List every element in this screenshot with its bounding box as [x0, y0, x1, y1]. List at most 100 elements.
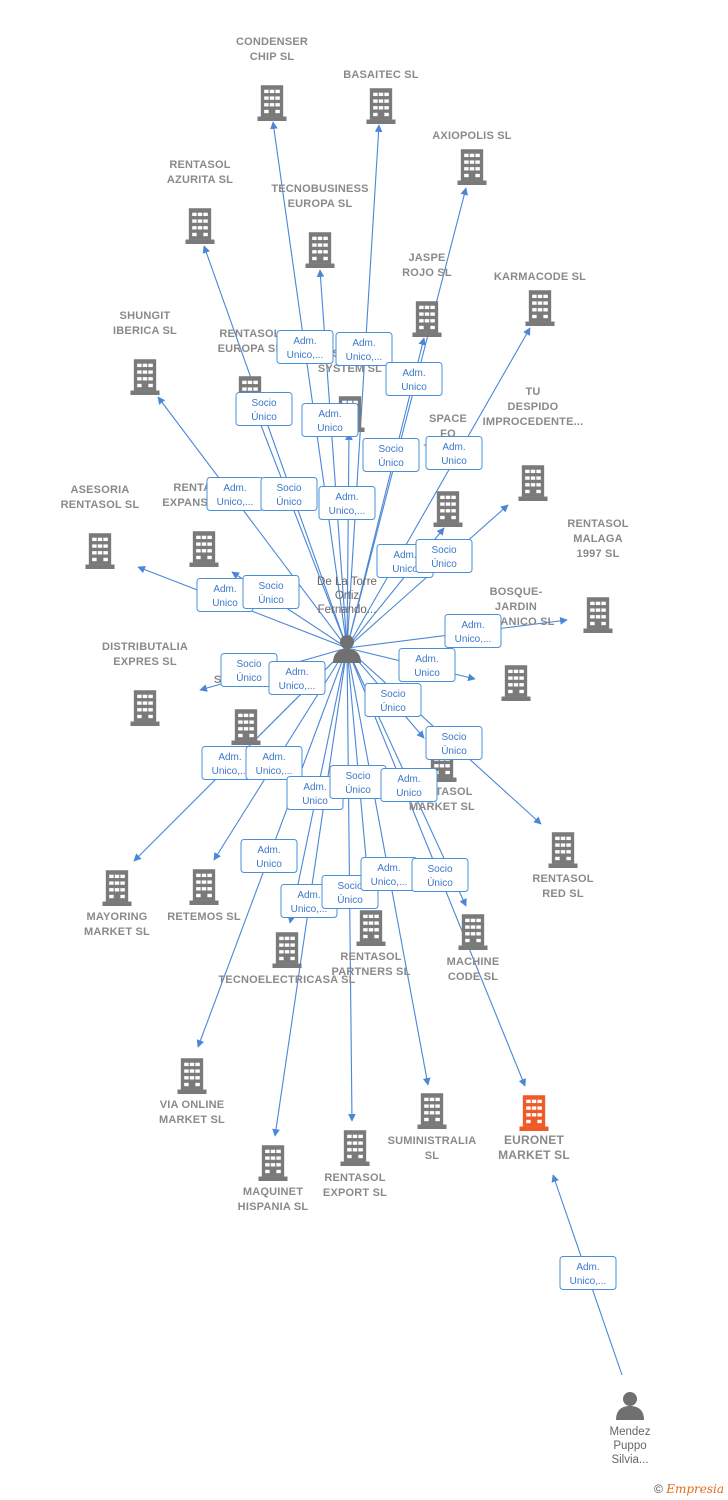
edge-label-text: Único [251, 410, 277, 423]
building-icon [366, 88, 396, 124]
edge-label-basaitec[interactable]: Adm.Unico,... [335, 332, 393, 366]
edge-label-viaonline[interactable]: Adm.Unico [240, 839, 298, 873]
edge-p1-azurita [202, 245, 348, 649]
edge-label-text: Socio [431, 545, 456, 556]
company-node-tecnoelectricasa[interactable]: TECNOELECTRICASA SL [218, 932, 355, 986]
person-node-p2[interactable]: MendezPuppoSilvia... [610, 1392, 651, 1466]
edge-label-suministralia[interactable]: Adm.Unico,... [360, 857, 418, 891]
person-name: Fernando... [318, 604, 377, 616]
company-name: RENTASOL [340, 951, 401, 963]
edge-p1-basaitec [346, 124, 383, 649]
edge-label-malaga[interactable]: Adm.Unico,... [444, 614, 502, 648]
company-node-tudespido[interactable]: TUDESPIDOIMPROCEDENTE... [483, 386, 584, 501]
company-node-partners[interactable]: RENTASOL PARTNERS SL [331, 910, 410, 978]
company-node-retemos[interactable]: RETEMOS SL [167, 869, 241, 923]
company-node-basaitec[interactable]: BASAITEC SL [343, 69, 419, 124]
person-name: Mendez [610, 1426, 651, 1438]
edge-label-box [415, 539, 473, 573]
edge-label-text: Adm. [352, 338, 375, 349]
company-node-karmacode[interactable]: KARMACODE SL [494, 271, 586, 326]
building-icon [548, 832, 578, 868]
edge-label-text: Socio [441, 732, 466, 743]
building-icon [525, 290, 555, 326]
edge-label-retemos[interactable]: Adm.Unico,... [245, 746, 303, 780]
company-name: SHUNGIT [120, 310, 171, 322]
edge-label-euronet-p2[interactable]: Adm.Unico,... [559, 1256, 617, 1290]
building-icon [102, 870, 132, 906]
company-node-shungit[interactable]: SHUNGIT IBERICA SL [113, 310, 177, 395]
building-icon [457, 149, 487, 185]
company-name: RENTASOL [532, 873, 593, 885]
company-node-axiopolis[interactable]: AXIOPOLIS SL [432, 130, 512, 185]
edge-label-box [380, 768, 438, 802]
edge-label-condenser[interactable]: Adm.Unico,... [276, 330, 334, 364]
company-name: PARTNERS SL [331, 966, 410, 978]
edge-label-esystem[interactable]: Adm.Unico,... [268, 661, 326, 695]
edge-label-text: Adm. [442, 442, 465, 453]
edge-label-disgenel[interactable]: Adm.Unico,... [318, 486, 376, 520]
edge-label-bosque[interactable]: Adm.Unico [398, 648, 456, 682]
edge-label-text: Unico,... [291, 904, 328, 915]
building-icon [519, 1095, 549, 1131]
edge-label-text: Unico [212, 598, 238, 609]
credit[interactable]: © Empresia [654, 1482, 724, 1496]
company-name: IBERICA SL [113, 325, 177, 337]
edge-label-text: Socio [276, 483, 301, 494]
edge-label-machine[interactable]: Adm.Unico [380, 768, 438, 802]
building-icon [130, 359, 160, 395]
edge-label-mayoring[interactable]: Adm.Unico,... [201, 746, 259, 780]
company-name: IMPROCEDENTE... [483, 416, 584, 428]
person-node-p1[interactable]: De La TorreOrtizFernando... [317, 576, 377, 663]
building-icon [257, 85, 287, 121]
edge-label-karmacode[interactable]: Adm.Unico [425, 436, 483, 470]
company-name: TECNOELECTRICASA SL [218, 974, 355, 986]
edge-label-box [318, 486, 376, 520]
building-icon [85, 533, 115, 569]
edge-label-text: Adm. [303, 782, 326, 793]
edge-label-axiopolis[interactable]: Adm.Unico [385, 362, 443, 396]
edge-label-text: Adm. [377, 863, 400, 874]
edge-label-text: Adm. [393, 550, 416, 561]
company-name: VIA ONLINE [160, 1099, 225, 1111]
building-icon [417, 1093, 447, 1129]
company-name: EXPRES SL [113, 656, 177, 668]
edge-label-tecnobusiness[interactable]: Adm.Unico [301, 403, 359, 437]
company-name: BASAITEC SL [343, 69, 419, 81]
edge-p1-condenser [270, 121, 348, 649]
company-name: AZURITA SL [167, 174, 233, 186]
edge-label-box [559, 1256, 617, 1290]
company-name: CODE SL [448, 971, 498, 983]
edge-label-shungit[interactable]: Adm.Unico,... [206, 477, 264, 511]
edge-label-box [444, 614, 502, 648]
edge-label-text: Adm. [218, 752, 241, 763]
company-name: MARKET SL [409, 801, 475, 813]
building-icon [189, 869, 219, 905]
